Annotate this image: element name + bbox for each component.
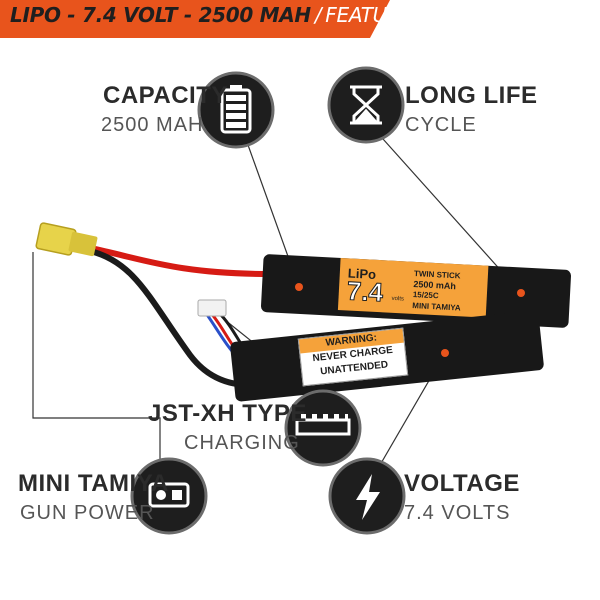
long-life-dot (517, 289, 525, 297)
tamiya-icon-group (130, 457, 208, 535)
battery-volts-unit: volts (391, 295, 405, 303)
hourglass-icon (350, 85, 382, 125)
jst-balance-plug (197, 299, 227, 317)
battery-icon (220, 85, 252, 134)
red-wire (87, 245, 273, 277)
banner-title: LIPO - 7.4 VOLT - 2500 MAH/FEATURES (10, 3, 426, 27)
tamiya-leader-line (32, 252, 161, 462)
tamiya-title: MINI TAMIYA (18, 470, 169, 497)
connector-icon (295, 414, 351, 436)
battery-voltage-label: 7.4 (346, 275, 385, 308)
jst-subtitle: CHARGING (184, 432, 300, 454)
voltage-dot (441, 349, 449, 357)
jst-title: JST-XH TYPE (148, 400, 307, 427)
capacity-icon-group (197, 71, 275, 149)
jst-icon-group (284, 389, 362, 467)
capacity-title: CAPACITY (103, 82, 228, 109)
lightning-icon (356, 474, 380, 520)
banner-subtitle: FEATURES (325, 3, 426, 27)
header-banner: LIPO - 7.4 VOLT - 2500 MAH/FEATURES (0, 0, 426, 38)
banner-separator: / (314, 3, 322, 27)
battery-connector-label: MINI TAMIYA (412, 300, 461, 313)
battery-brand-label: LiPo 7.4 volts TWIN STICK 2500 mAh 15/25… (342, 264, 484, 319)
banner-main-text: LIPO - 7.4 VOLT - 2500 MAH (10, 3, 311, 27)
mini-tamiya-connector (35, 222, 98, 257)
battery-discharge-label: 15/25C (412, 290, 439, 301)
capacity-dot (295, 283, 303, 291)
voltage-title: VOLTAGE (404, 470, 520, 497)
capacity-subtitle: 2500 MAH (101, 114, 204, 136)
voltage-icon-group (328, 457, 406, 535)
top-battery-stick (260, 254, 572, 328)
long-life-title: LONG LIFE (405, 82, 538, 109)
long-life-icon-group (327, 66, 405, 144)
black-wire (87, 248, 253, 388)
voltage-subtitle: 7.4 VOLTS (404, 502, 511, 524)
banner-background (0, 0, 390, 38)
tamiya-subtitle: GUN POWER (20, 502, 155, 524)
long-life-subtitle: CYCLE (405, 114, 477, 136)
plug-icon (148, 482, 190, 508)
